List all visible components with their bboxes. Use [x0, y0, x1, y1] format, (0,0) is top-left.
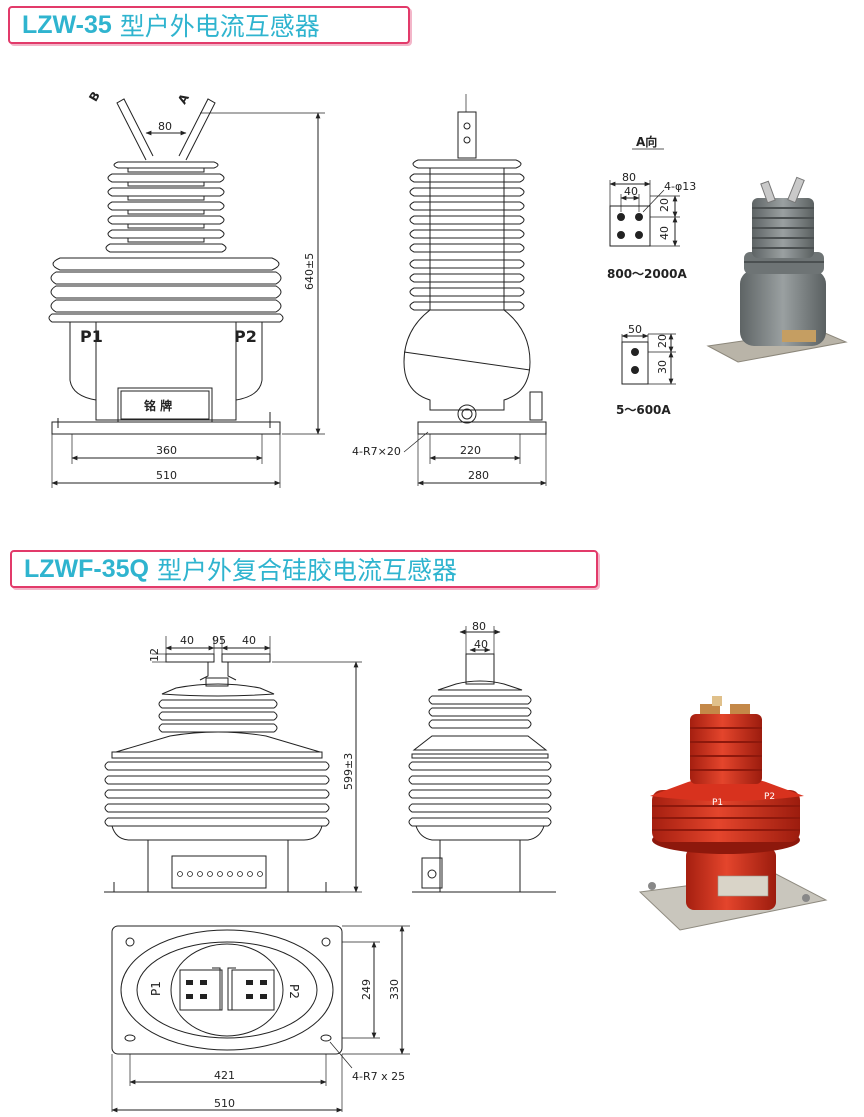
- detail-large-width: 80: [622, 171, 636, 184]
- outer-height-label: 330: [388, 979, 401, 1000]
- base-depth-label: 280: [468, 469, 489, 482]
- side-inner-width-label: 40: [474, 638, 488, 651]
- section-title-lzw35: LZW-35 型户外电流互感器: [8, 6, 410, 44]
- lzwf35q-side-view: [408, 626, 556, 893]
- front-dim-2: 95: [212, 634, 226, 647]
- base-width-label: 510: [156, 469, 177, 482]
- detail-small-range: 5～600A: [616, 403, 671, 417]
- detail-large-range: 800～2000A: [607, 267, 687, 281]
- detail-a-large-terminal: [609, 180, 680, 247]
- nameplate-label: 铭 牌: [144, 398, 172, 413]
- plan-p1-label: P1: [149, 981, 163, 996]
- photo-p2-label: P2: [764, 792, 775, 802]
- detail-small-v1: 20: [656, 334, 669, 348]
- detail-a-label: A向: [636, 134, 657, 149]
- lzw35-product-photo: [706, 176, 848, 363]
- lzwf35q-plan-view: [111, 925, 410, 1113]
- photo-p1-label: P1: [712, 798, 723, 808]
- height-label: 599±3: [342, 753, 355, 790]
- detail-large-holes: 4-φ13: [664, 180, 696, 193]
- detail-large-hole-spacing: 40: [624, 185, 638, 198]
- p2-label: P2: [234, 327, 257, 346]
- plan-p2-label: P2: [287, 984, 301, 999]
- terminal-spacing-label: 80: [158, 120, 172, 133]
- lzw35-front-view: [48, 98, 325, 488]
- mount-holes-label: 4-R7 x 25: [352, 1070, 405, 1083]
- hole-spacing-label: 421: [214, 1069, 235, 1082]
- front-dim-3: 40: [242, 634, 256, 647]
- terminal-b-label: B: [86, 89, 103, 104]
- section-title-lzwf35q: LZWF-35Q 型户外复合硅胶电流互感器: [10, 550, 598, 588]
- terminal-a-label: A: [175, 91, 192, 107]
- lzwf35q-front-view: [104, 636, 362, 893]
- model-description: 型户外电流互感器: [119, 12, 320, 41]
- detail-small-v2: 30: [656, 360, 669, 374]
- lzw35-side-view: [403, 94, 547, 486]
- detail-large-v2: 40: [658, 226, 671, 240]
- lzwf35q-product-photo: [638, 696, 828, 931]
- hole-spacing-label: 220: [460, 444, 481, 457]
- detail-small-width: 50: [628, 323, 642, 336]
- thickness-label: 12: [148, 648, 161, 662]
- p1-label: P1: [80, 327, 103, 346]
- detail-a-small-terminal: [621, 333, 676, 385]
- mount-holes-label: 4-R7×20: [352, 445, 401, 458]
- inner-height-label: 249: [360, 979, 373, 1000]
- plan-width-label: 510: [214, 1097, 235, 1110]
- base-hole-spacing-label: 360: [156, 444, 177, 457]
- detail-large-v1: 20: [658, 198, 671, 212]
- model-name: LZWF-35Q: [24, 554, 149, 583]
- height-label: 640±5: [303, 253, 316, 290]
- model-name: LZW-35: [22, 10, 112, 39]
- side-width-label: 80: [472, 620, 486, 633]
- model-description: 型户外复合硅胶电流互感器: [157, 556, 458, 585]
- front-dim-1: 40: [180, 634, 194, 647]
